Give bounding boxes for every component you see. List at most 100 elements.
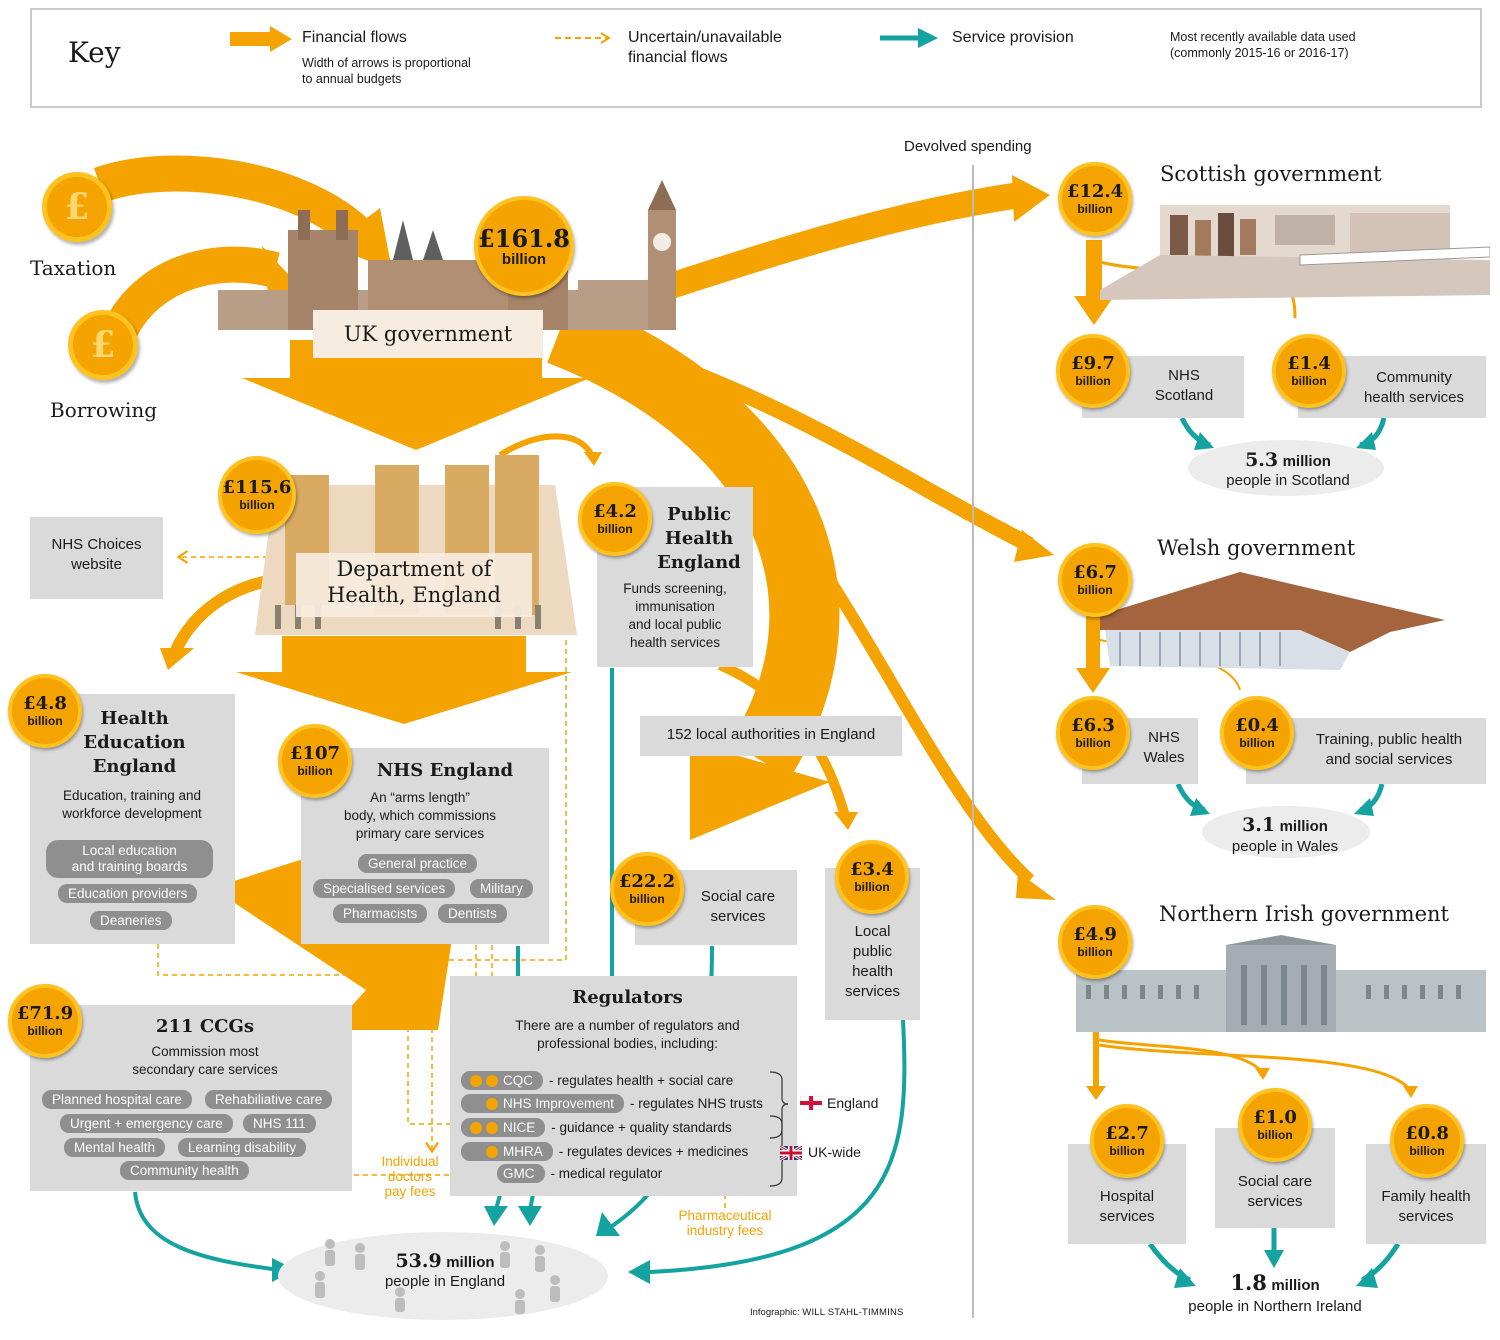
uncertain-flow-arrow-icon [555,32,611,44]
training-wales-line1: Training, public health [1315,731,1463,748]
nhs-scotland-unit: billion [1075,374,1111,388]
pill-label: Military [470,879,533,898]
hee-desc-2: workforce development [62,806,202,821]
doh-name-1: Department of [336,557,492,581]
doh-name-2: Health, England [327,583,501,607]
training-wales-label: Training, public health and social servi… [1298,730,1480,770]
hee-name-3: England [92,756,177,777]
social-care-budget-coin: £22.2 billion [610,852,684,926]
pharma-fees-label: Pharmaceutical industry fees [660,1208,790,1238]
pill-label: NHS 111 [243,1114,316,1133]
ukgov-budget-coin: £161.8 billion [474,196,574,296]
regulator-row-cqc: CQC - regulates health + social care [461,1070,733,1090]
doh-amount: £115.6 [222,477,292,498]
ukgov-amount: £161.8 [478,224,570,253]
ni-hospital-unit: billion [1109,1144,1145,1158]
scotland-people-number: 5.3 [1245,449,1279,471]
hee-pill-1b: and training boards [71,859,188,874]
senedd-building-icon [1100,572,1445,670]
ni-social-care-amount: £1.0 [1253,1107,1297,1128]
local-public-health-budget-coin: £3.4 billion [835,840,909,914]
training-wales-line2: and social services [1325,751,1453,768]
ni-title: Northern Irish government [1159,902,1449,926]
social-care-amount: £22.2 [618,871,676,892]
key-title: Key [68,36,121,69]
ni-social-care-line2: services [1247,1193,1303,1210]
nhs-england-desc-2: body, which commissions [343,808,497,823]
local-public-health-label: Local public health services [825,922,920,1002]
borrowing-flow [103,246,280,339]
community-health-scotland-line1: Community [1376,369,1452,386]
ni-hospital-line2: services [1099,1208,1155,1225]
ni-family-health-line2: services [1398,1208,1454,1225]
ccgs-pill-urgent: Urgent + emergency care [60,1114,233,1133]
hee-name-1: Health [100,708,169,729]
service-provision-arrow-icon [880,28,938,48]
scotland-budget-coin: £12.4 billion [1058,162,1132,236]
hee-budget-coin: £4.8 billion [8,674,82,748]
training-wales-unit: billion [1239,736,1275,750]
taxation-label: Taxation [30,256,117,280]
ni-social-care-unit: billion [1257,1128,1293,1142]
wales-people-text: people in Wales [1231,838,1339,855]
regulators-england-label: England [827,1095,879,1111]
nhs-england-pill-general-practice: General practice [358,854,478,873]
wales-people-number: 3.1 [1242,814,1276,836]
scotland-people-crowd-icon [1188,440,1384,496]
community-health-scotland-coin: £1.4 billion [1272,334,1346,408]
phe-budget-coin: £4.2 billion [578,482,652,556]
phe-name-2: Health [664,528,734,549]
ccgs-pill-mental-health: Mental health [64,1138,166,1157]
regulator-desc-nhs-improvement: - regulates NHS trusts [630,1095,763,1111]
borrowing-coin-icon: £ [68,310,138,380]
nhs-wales-label: NHS Wales [1134,728,1194,768]
training-wales-amount: £0.4 [1235,715,1279,736]
ccgs-description: Commission most secondary care services [105,1043,305,1079]
ni-family-health-amount: £0.8 [1405,1123,1449,1144]
regulators-desc-1: There are a number of regulators and [515,1018,740,1033]
nhs-scotland-label: NHS Scotland [1134,366,1234,406]
phe-name: Public Health England [655,503,743,575]
ni-people-unit: million [1271,1277,1320,1294]
pill-label: Mental health [64,1138,166,1157]
ni-unit: billion [1077,945,1113,959]
stormont-building-icon [1076,935,1486,1032]
pharma-fees-2: industry fees [686,1223,764,1238]
ukgov-to-doh-flow [242,340,590,450]
credit-name: WILL STAHL-TIMMINS [802,1307,904,1318]
nhs-england-amount: £107 [289,743,341,764]
nhs-wales-amount: £6.3 [1071,715,1115,736]
ukgov-unit: billion [501,251,547,268]
local-ph-line4: services [844,983,900,1000]
scotland-people-text: people in Scotland [1226,472,1350,489]
wales-people-crowd-icon [1202,806,1370,858]
nhs-scotland-line2: Scotland [1154,387,1214,404]
scotland-amount: £12.4 [1066,181,1124,202]
nhs-england-name: NHS England [376,760,514,781]
hee-pill-1a: Local education [82,843,177,858]
regulator-row-gmc: GMC - medical regulator [497,1163,662,1183]
phe-name-1: Public [667,504,731,525]
ukgov-label-bg [313,310,543,358]
community-health-scotland-line2: health services [1363,389,1465,406]
key-width-note-1: Width of arrows is proportional [302,56,471,70]
ni-family-health-unit: billion [1409,1144,1445,1158]
nhs-scotland-line1: NHS [1168,367,1200,384]
community-health-scotland-label: Community health services [1345,368,1483,408]
local-authorities-box [640,716,902,756]
union-flag-icon [780,1146,802,1160]
nhs-scotland-coin: £9.7 billion [1056,334,1130,408]
social-care-line1: Social care [700,888,776,905]
hee-pill-deaneries: Deaneries [90,911,172,930]
regulator-row-nhs-improvement: NHS Improvement - regulates NHS trusts [461,1093,763,1113]
ni-hospital-line1: Hospital [1099,1188,1155,1205]
doh-budget-coin: £115.6 billion [218,456,296,534]
regulator-desc-nice: - guidance + quality standards [551,1119,732,1135]
ni-hospital-amount: £2.7 [1105,1123,1149,1144]
taxation-coin-icon: £ [42,172,112,242]
hee-pill-local-boards: Local education and training boards [46,840,213,878]
ccgs-pill-learning-disability: Learning disability [178,1138,307,1157]
pill-label: Specialised services [313,879,456,898]
doctors-fees-label: Individual doctors pay fees [365,1154,455,1199]
wales-title: Welsh government [1157,536,1356,560]
